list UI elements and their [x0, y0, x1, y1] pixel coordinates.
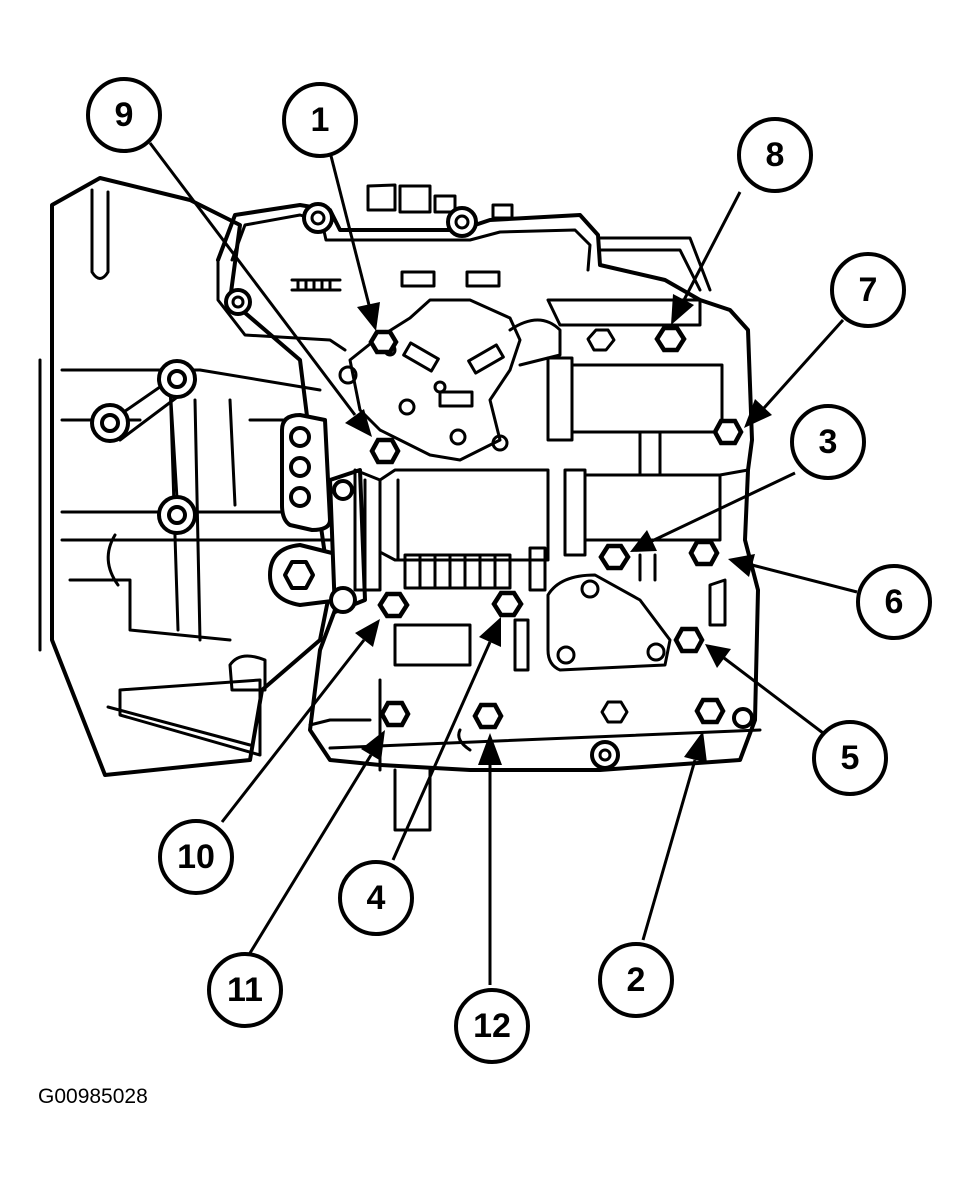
callout-3: 3	[790, 404, 866, 480]
callout-6-number: 6	[885, 583, 904, 621]
leader-9-arrowhead	[345, 409, 372, 437]
callout-4-number: 4	[367, 879, 386, 917]
leader-1	[328, 151, 371, 306]
callout-11-number: 11	[227, 971, 263, 1009]
callout-6: 6	[856, 564, 932, 640]
leader-7	[762, 318, 845, 410]
leader-2-arrowhead	[684, 731, 707, 763]
bolt-2	[694, 697, 726, 725]
callout-10: 10	[158, 819, 234, 895]
leader-8-arrowhead	[671, 294, 694, 325]
bolt-1	[368, 329, 399, 355]
figure-id: G00985028	[38, 1085, 148, 1108]
leader-3	[651, 471, 796, 543]
bolt-7	[712, 418, 744, 446]
callout-1: 1	[282, 82, 358, 158]
leader-4-arrowhead	[479, 617, 501, 647]
bolt-10	[377, 591, 410, 619]
leader-10	[220, 639, 366, 823]
callout-5: 5	[812, 720, 888, 796]
callout-7-number: 7	[859, 271, 878, 309]
callout-2-number: 2	[627, 961, 646, 999]
leader-4	[391, 641, 492, 861]
bolt-4	[491, 590, 524, 618]
callout-3-number: 3	[819, 423, 838, 461]
callout-1-number: 1	[311, 101, 330, 139]
leader-9	[148, 142, 357, 416]
bolt-9	[369, 437, 401, 465]
leader-lines	[148, 142, 858, 985]
bolt-5	[673, 626, 705, 654]
transmission-case	[38, 176, 367, 777]
bolt-12	[472, 702, 504, 730]
callout-12-number: 12	[473, 1007, 511, 1045]
leader-6-arrowhead	[728, 554, 755, 577]
leader-10-arrowhead	[355, 619, 380, 647]
leader-12-arrowhead	[478, 733, 502, 765]
valve-body	[216, 183, 762, 832]
bolt-8	[654, 325, 687, 353]
leader-8	[682, 191, 742, 301]
leader-2	[641, 759, 697, 941]
callout-9-number: 9	[115, 96, 134, 134]
callout-8-number: 8	[766, 136, 785, 174]
callout-7: 7	[830, 252, 906, 328]
bolt-heads	[368, 325, 744, 730]
callout-11: 11	[207, 952, 283, 1028]
callout-8: 8	[737, 117, 813, 193]
callouts: 1 2 3 4 5 6 7 8	[86, 77, 932, 1064]
leader-3-arrowhead	[630, 530, 657, 552]
callout-2: 2	[598, 942, 674, 1018]
callout-12: 12	[454, 988, 530, 1064]
leader-6	[751, 563, 858, 594]
leader-5-arrowhead	[705, 644, 731, 668]
bolt-11	[379, 700, 411, 728]
callout-5-number: 5	[841, 739, 860, 777]
callout-10-number: 10	[177, 838, 215, 876]
leader-11-arrowhead	[361, 730, 385, 761]
leader-5	[723, 656, 824, 735]
callout-9: 9	[86, 77, 162, 153]
callout-4: 4	[338, 860, 414, 936]
leader-7-arrowhead	[744, 399, 772, 428]
leader-1-arrowhead	[357, 302, 380, 331]
bolt-3	[598, 543, 631, 571]
bolt-6	[688, 539, 720, 567]
leader-11	[248, 754, 373, 954]
